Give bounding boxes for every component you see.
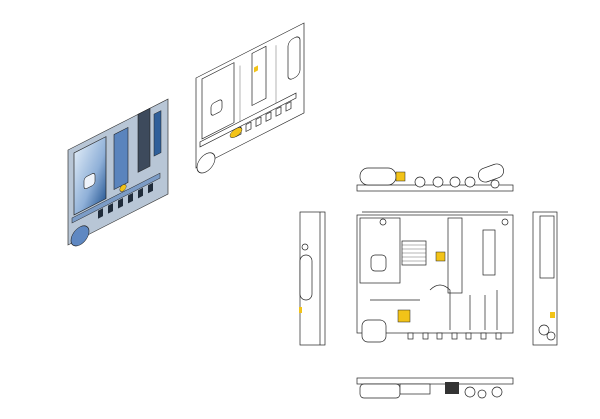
buffer-vessel	[482, 229, 496, 276]
yellow-valve-lower	[397, 309, 411, 323]
yellow-valve	[550, 312, 555, 318]
pump	[70, 225, 90, 247]
display-panel	[83, 173, 96, 190]
isometric-shaded-view	[67, 98, 169, 247]
heat-exchanger	[113, 126, 129, 191]
right-side-view	[532, 211, 558, 346]
isometric-line-view	[195, 22, 305, 174]
buffer-vessel	[137, 107, 151, 173]
manifold-pipe	[199, 92, 297, 148]
bottom-view	[356, 377, 514, 399]
display-panel	[370, 254, 387, 272]
top-view	[356, 163, 514, 192]
pipe-loop	[287, 36, 301, 80]
outlet-fittings	[235, 101, 292, 138]
display-panel	[210, 99, 223, 116]
yellow-valve	[119, 184, 127, 192]
heat-exchanger	[251, 45, 267, 106]
pump	[361, 319, 387, 343]
manifold-pipe	[71, 172, 161, 224]
yellow-valve-lower	[229, 127, 243, 138]
yellow-valve	[254, 65, 258, 73]
front-view	[356, 211, 514, 343]
boiler-unit	[359, 217, 401, 284]
outlet-fittings	[407, 332, 502, 340]
heat-exchanger	[447, 217, 463, 294]
outlet-fittings	[98, 182, 153, 219]
yellow-valve	[395, 171, 406, 182]
left-side-view	[299, 211, 326, 346]
pump	[196, 152, 216, 174]
yellow-valve	[435, 251, 446, 262]
pipe-loop	[153, 110, 162, 157]
yellow-valve	[299, 307, 302, 313]
